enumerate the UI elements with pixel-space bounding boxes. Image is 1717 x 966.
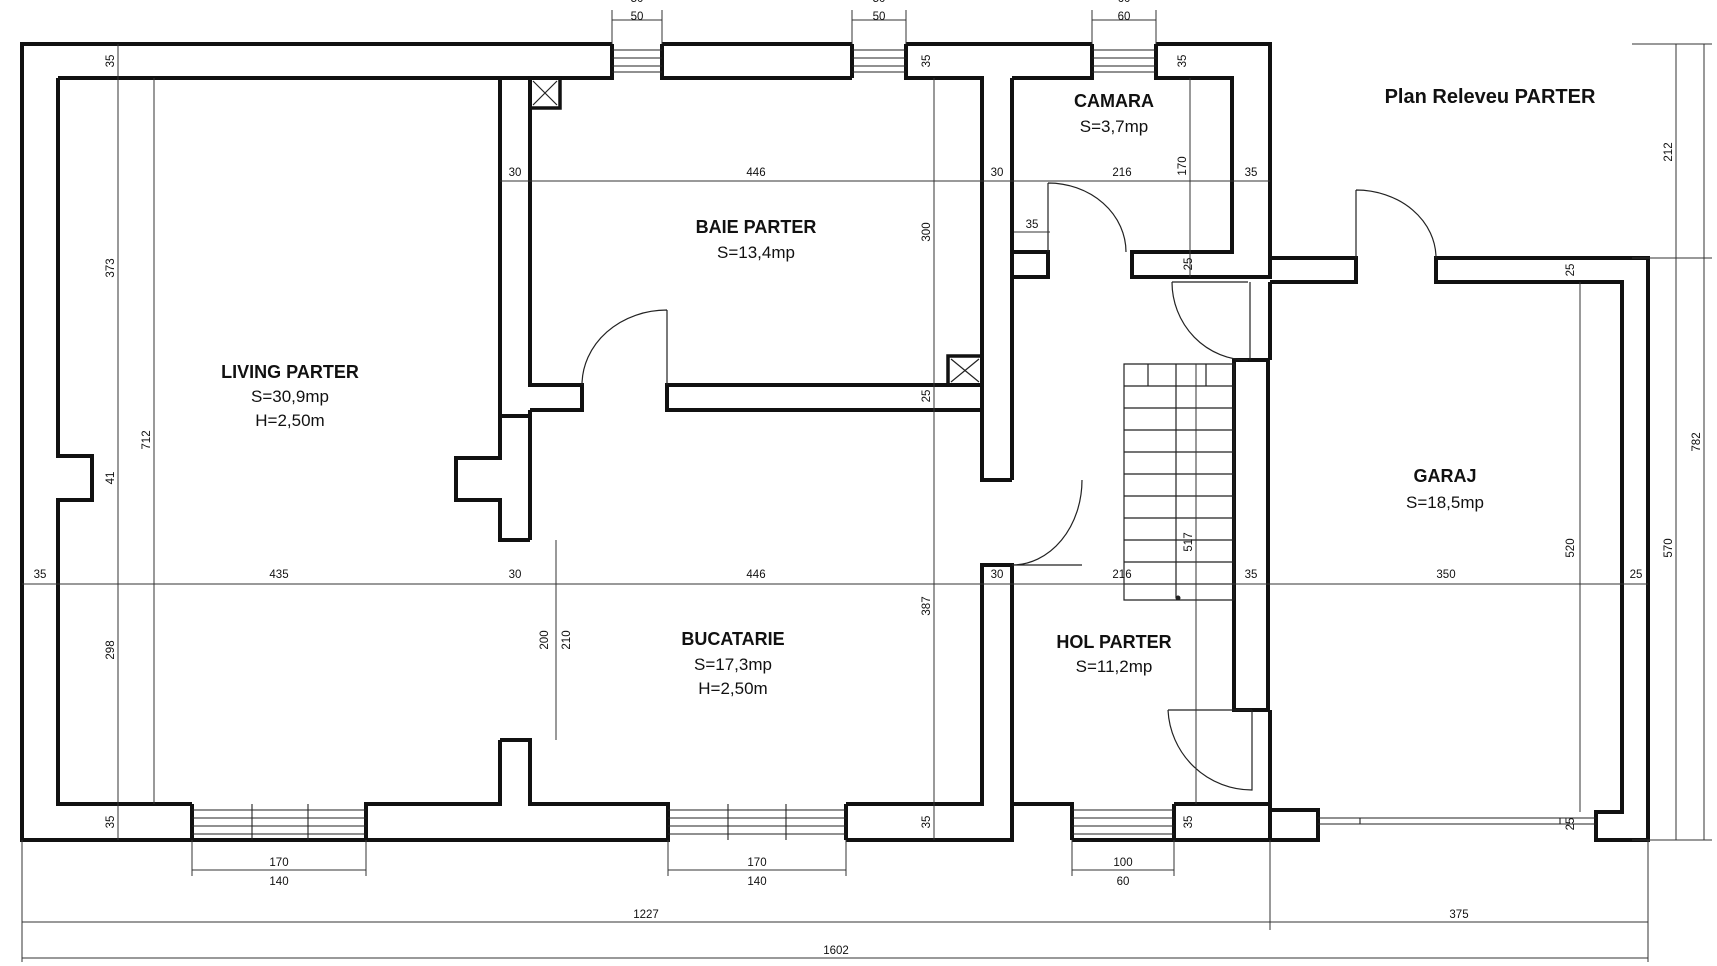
dim-label: 35 — [1183, 816, 1195, 829]
room-labels: Plan Releveu PARTER LIVING PARTER S=30,9… — [221, 86, 1596, 698]
dimension-lines — [21, 10, 1712, 962]
room-area-garaj: S=18,5mp — [1406, 493, 1484, 512]
dim-label: 435 — [269, 569, 288, 581]
dim-label: 35 — [105, 816, 117, 829]
dim-label: 35 — [1245, 167, 1258, 179]
room-name-bucatarie: BUCATARIE — [681, 629, 784, 649]
dim-label: 216 — [1112, 167, 1131, 179]
dim-label: 30 — [509, 167, 522, 179]
dim-label: 35 — [921, 55, 933, 68]
room-name-baie: BAIE PARTER — [696, 217, 817, 237]
doors — [581, 182, 1437, 791]
room-height-living: H=2,50m — [255, 411, 324, 430]
dim-label: 25 — [921, 390, 933, 403]
dim-label: 60 — [1117, 876, 1130, 888]
dim-label: 210 — [561, 630, 573, 649]
dim-label: 300 — [921, 222, 933, 241]
dim-label: 517 — [1183, 532, 1195, 551]
dim-label: 782 — [1691, 432, 1703, 451]
dim-label: 35 — [1026, 219, 1039, 231]
dim-label: 170 — [1177, 156, 1189, 175]
room-name-hol: HOL PARTER — [1056, 632, 1171, 652]
window-bottom-3 — [1072, 809, 1174, 835]
dim-label: 50 — [873, 11, 886, 23]
dim-label: 35 — [921, 816, 933, 829]
room-area-camara: S=3,7mp — [1080, 117, 1149, 136]
dim-label: 100 — [1113, 857, 1132, 869]
room-area-bucatarie: S=17,3mp — [694, 655, 772, 674]
dim-label: 446 — [746, 167, 765, 179]
dim-label: 30 — [509, 569, 522, 581]
room-name-camara: CAMARA — [1074, 91, 1154, 111]
room-name-garaj: GARAJ — [1413, 466, 1476, 486]
dim-label: 200 — [539, 630, 551, 649]
room-area-hol: S=11,2mp — [1076, 657, 1153, 676]
dim-label: 1227 — [633, 909, 659, 921]
room-area-living: S=30,9mp — [251, 387, 329, 406]
window-top-1 — [612, 49, 662, 73]
dim-label: 60 — [1118, 11, 1131, 23]
plan-title: Plan Releveu PARTER — [1385, 86, 1596, 108]
dim-label: 30 — [991, 167, 1004, 179]
dim-label: 298 — [105, 640, 117, 659]
dim-label: 35 — [105, 55, 117, 68]
window-bottom-2 — [668, 804, 846, 840]
dim-label: 373 — [105, 258, 117, 277]
window-top-2 — [852, 49, 906, 73]
dim-label: 140 — [747, 876, 766, 888]
dim-label: 216 — [1112, 569, 1131, 581]
windows — [192, 49, 1596, 840]
dim-label: 712 — [141, 430, 153, 449]
garage-door-opening — [1318, 817, 1596, 825]
dim-label: 375 — [1449, 909, 1468, 921]
window-bottom-1 — [192, 804, 366, 840]
dim-label: 212 — [1663, 142, 1675, 161]
room-area-baie: S=13,4mp — [717, 243, 795, 262]
walls — [20, 42, 1650, 842]
dim-label: 60 — [1118, 0, 1131, 5]
window-top-3 — [1092, 49, 1156, 73]
dim-label: 170 — [747, 857, 766, 869]
dim-label: 35 — [1245, 569, 1258, 581]
dim-label: 570 — [1663, 538, 1675, 557]
dim-label: 446 — [746, 569, 765, 581]
dim-label: 35 — [34, 569, 47, 581]
vent-shafts — [528, 76, 984, 387]
dim-label: 50 — [631, 0, 644, 5]
dim-label: 25 — [1565, 818, 1577, 831]
room-height-bucatarie: H=2,50m — [698, 679, 767, 698]
dim-label: 30 — [991, 569, 1004, 581]
dim-label: 50 — [873, 0, 886, 5]
dim-label: 350 — [1436, 569, 1455, 581]
dim-label: 520 — [1565, 538, 1577, 557]
dim-label: 50 — [631, 11, 644, 23]
dimension-labels: 50 50 50 50 60 60 35 35 35 30 446 30 216… — [34, 0, 1703, 957]
dim-label: 1602 — [823, 945, 849, 957]
dim-label: 41 — [105, 472, 117, 485]
dim-label: 25 — [1183, 258, 1195, 271]
dim-label: 387 — [921, 596, 933, 615]
dim-label: 35 — [1177, 55, 1189, 68]
staircase — [1123, 363, 1235, 601]
dim-label: 170 — [269, 857, 288, 869]
room-name-living: LIVING PARTER — [221, 362, 359, 382]
dim-label: 25 — [1630, 569, 1643, 581]
dim-label: 140 — [269, 876, 288, 888]
dim-label: 25 — [1565, 264, 1577, 277]
